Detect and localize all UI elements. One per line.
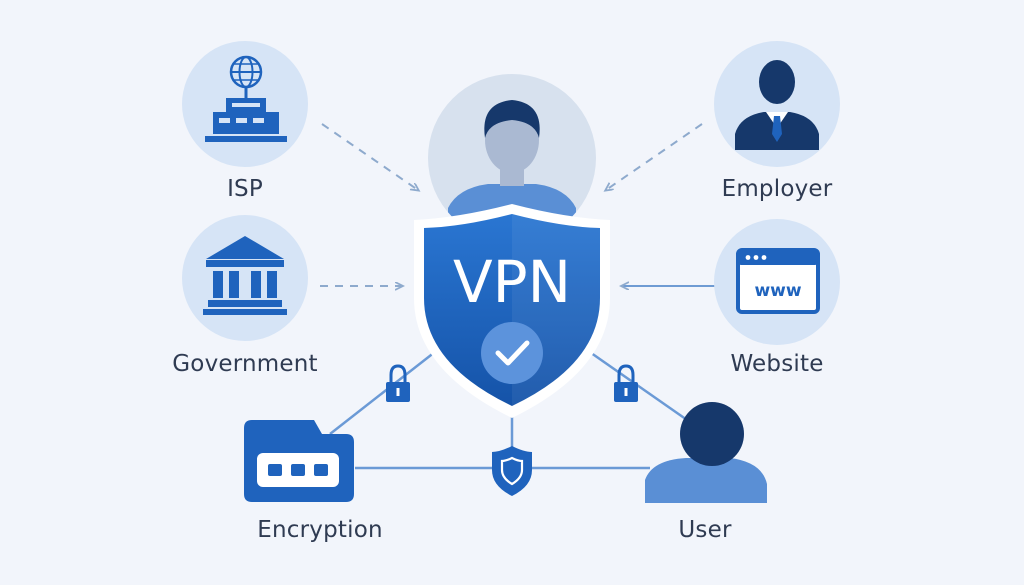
employer-label: Employer [721, 176, 833, 202]
encryption-label: Encryption [257, 517, 383, 543]
node-government [182, 215, 308, 341]
browser-window-icon: www [736, 248, 820, 314]
encrypted-folder-icon [244, 420, 354, 502]
website-label: Website [730, 351, 824, 377]
node-isp [182, 41, 308, 167]
node-website: www [714, 219, 840, 345]
node-employer [714, 41, 840, 167]
government-circle [182, 215, 308, 341]
padlock-icon [614, 364, 638, 402]
vpn-shield-icon: VPN [414, 204, 610, 418]
isp-label: ISP [227, 176, 263, 202]
user-silhouette-icon [645, 402, 767, 503]
line-shield-encryption [329, 347, 441, 435]
government-building-icon [203, 236, 287, 315]
network-globe-icon [205, 55, 287, 142]
vpn-text: VPN [453, 248, 571, 316]
small-shield-icon [492, 446, 532, 496]
businessman-icon [735, 60, 819, 150]
www-text: www [754, 281, 801, 301]
checkmark-icon [481, 322, 543, 384]
padlock-icon [386, 364, 410, 402]
government-label: Government [172, 351, 318, 377]
user-label: User [678, 517, 732, 543]
arrow-employer [606, 123, 703, 190]
arrow-isp [321, 123, 418, 190]
